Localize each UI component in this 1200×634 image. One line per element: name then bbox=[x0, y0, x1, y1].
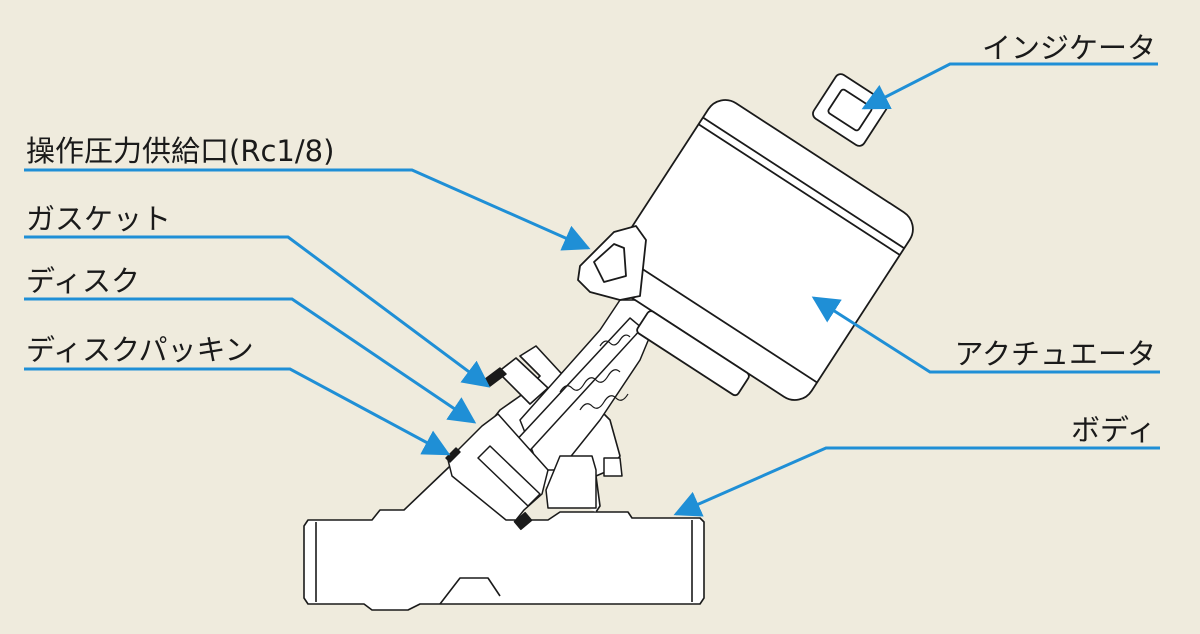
leader-body bbox=[673, 446, 1160, 517]
leader-gasket bbox=[24, 235, 491, 388]
leader-disc-packing bbox=[24, 367, 451, 456]
actuator bbox=[577, 73, 914, 401]
label-disc-packing: ディスクパッキン bbox=[26, 333, 254, 367]
label-indicator: インジケータ bbox=[981, 31, 1156, 65]
leader-disc bbox=[24, 297, 477, 424]
label-actuator: アクチュエータ bbox=[954, 337, 1156, 371]
label-pilot-port: 操作圧力供給口(Rc1/8) bbox=[26, 134, 335, 168]
leader-actuator bbox=[811, 296, 1160, 374]
label-gasket: ガスケット bbox=[26, 202, 172, 236]
leader-indicator bbox=[861, 62, 1158, 110]
leader-pilot-port bbox=[24, 168, 591, 251]
label-body: ボディ bbox=[1071, 413, 1156, 447]
leader-lines bbox=[24, 62, 1160, 517]
label-disc: ディスク bbox=[26, 264, 140, 298]
